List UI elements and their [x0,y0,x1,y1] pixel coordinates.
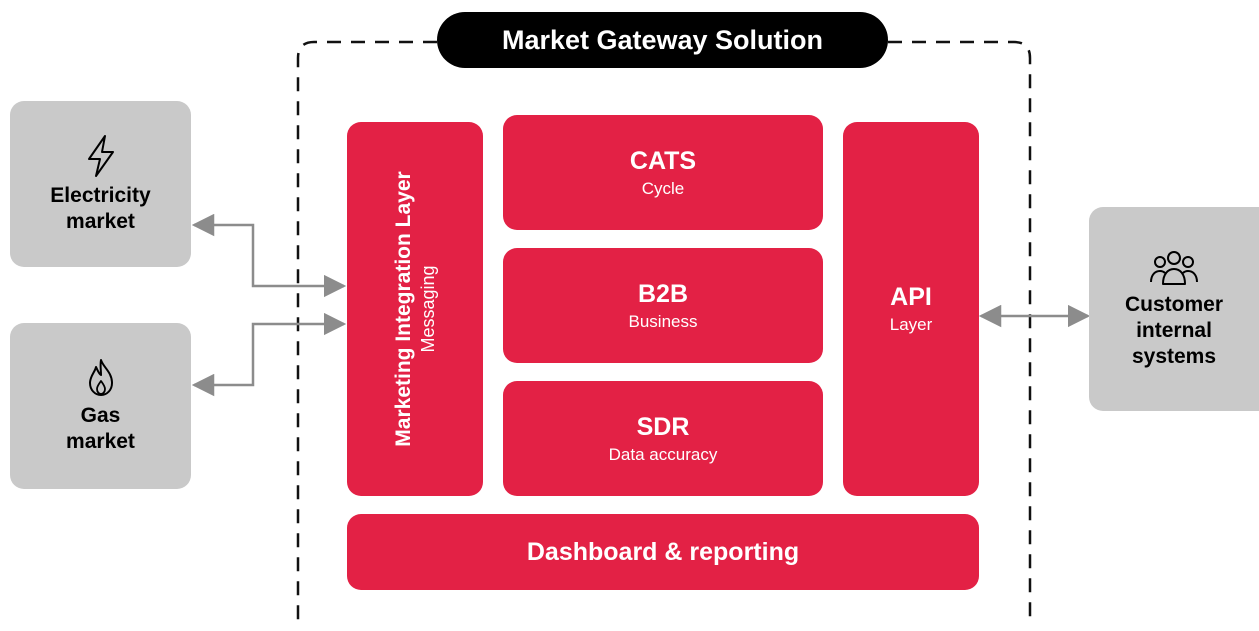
dashboard-label: Dashboard & reporting [526,537,800,566]
electricity-market-box: Electricity market [10,101,191,267]
gas-market-box: Gas market [10,323,191,489]
flame-icon [83,357,119,399]
solution-frame [296,40,1032,625]
dashboard-block: Dashboard & reporting [347,514,979,590]
cats-title: CATS [629,146,697,175]
electricity-label-line1: Electricity [50,184,151,207]
electricity-label-line2: market [66,210,135,233]
gas-label-line1: Gas [80,404,121,427]
customer-label-line2: internal [1136,319,1212,342]
sdr-block: SDR Data accuracy [503,381,823,496]
integration-layer-block: Marketing Integration Layer Messaging [347,122,483,496]
api-block: API Layer [843,122,979,496]
cats-block: CATS Cycle [503,115,823,230]
customer-label-line3: systems [1131,345,1217,368]
sdr-subtitle: Data accuracy [608,444,718,464]
electricity-connector [191,213,347,298]
lightning-bolt-icon [81,133,121,179]
solution-title: Market Gateway Solution [437,12,888,68]
users-group-icon [1148,248,1200,288]
b2b-block: B2B Business [503,248,823,363]
cats-subtitle: Cycle [641,178,685,198]
api-subtitle: Layer [889,315,933,334]
customer-label-line1: Customer [1124,293,1224,316]
api-title: API [890,283,932,311]
integration-layer-subtitle: Messaging [418,265,438,353]
b2b-subtitle: Business [628,311,698,331]
customer-systems-box: Customer internal systems [1089,207,1259,411]
b2b-title: B2B [637,279,688,308]
gas-label-line2: market [66,430,135,453]
gas-connector [191,312,347,397]
integration-layer-title: Marketing Integration Layer [392,171,415,447]
sdr-title: SDR [636,412,690,441]
